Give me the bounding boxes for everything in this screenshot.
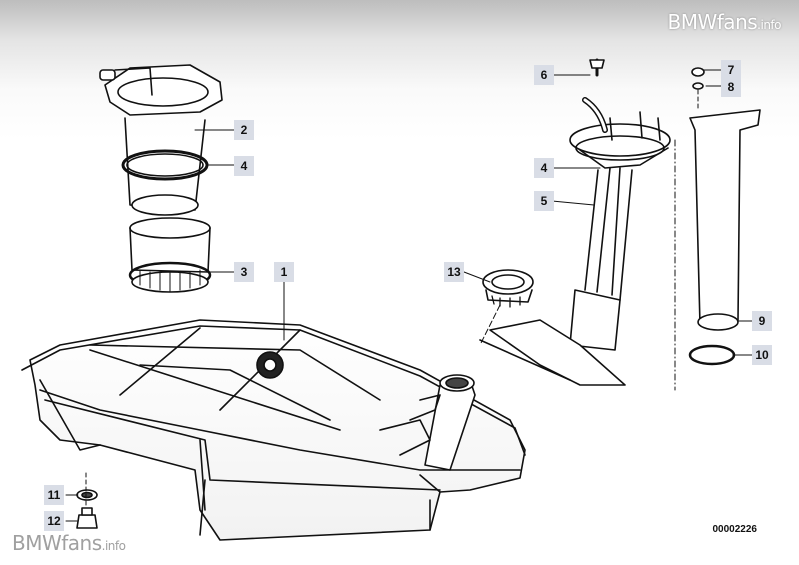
callout-4-left: 4 [234, 156, 254, 176]
callout-6: 6 [534, 65, 554, 85]
callout-9: 9 [752, 311, 772, 331]
callout-13: 13 [444, 262, 464, 282]
callout-7: 7 [721, 60, 741, 80]
callout-8: 8 [721, 77, 741, 97]
callout-11: 11 [44, 485, 64, 505]
callout-10: 10 [752, 345, 772, 365]
callout-2: 2 [234, 120, 254, 140]
callout-12: 12 [44, 511, 64, 531]
callout-1: 1 [274, 262, 294, 282]
callout-4-right: 4 [534, 158, 554, 178]
pump-housing-assembly-left [99, 64, 223, 216]
drain-plug-parts [76, 489, 98, 529]
document-number: 00002226 [712, 524, 758, 535]
leader-lines [65, 69, 755, 522]
callout-5: 5 [534, 191, 554, 211]
watermark-top: BMWfans.info [667, 10, 782, 34]
grommet-ring [482, 269, 534, 308]
strainer-filter [128, 217, 212, 293]
fuel-tank [21, 319, 526, 541]
sending-unit [479, 58, 671, 386]
fuel-filter-cylinder [688, 67, 761, 366]
callout-3: 3 [234, 262, 254, 282]
watermark-bottom: BMWfans.info [12, 531, 126, 555]
